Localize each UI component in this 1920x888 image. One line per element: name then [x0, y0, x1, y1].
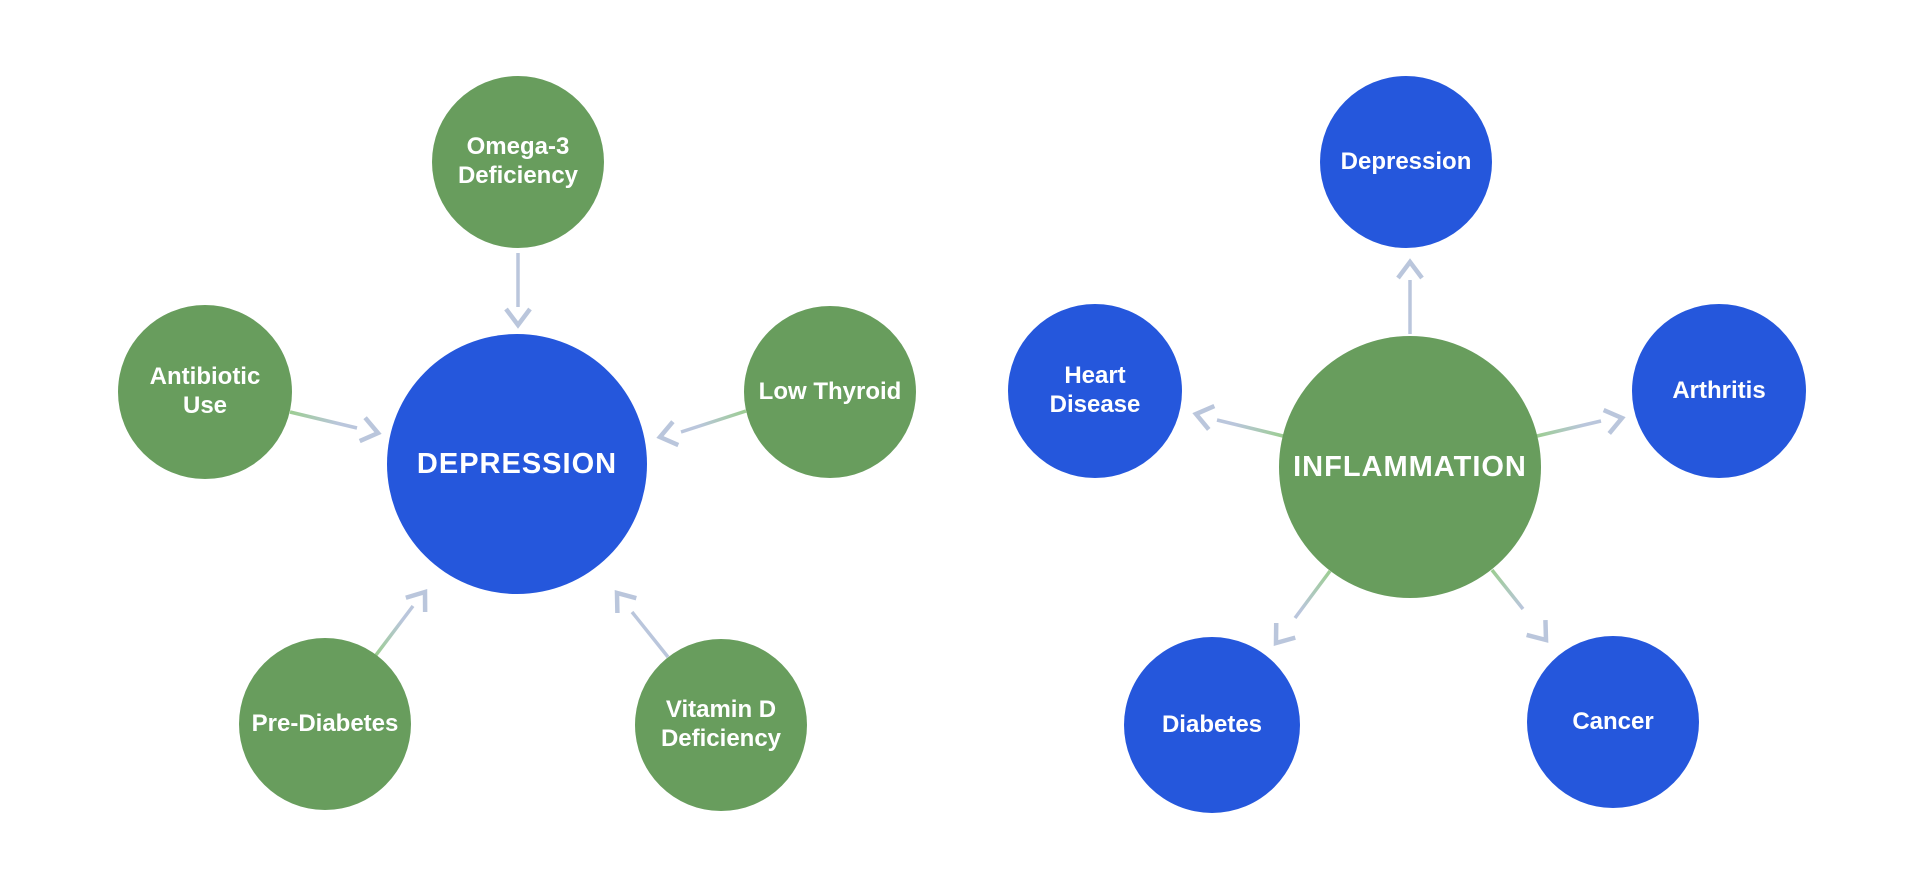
node-omega3-deficiency: Omega-3 Deficiency: [432, 76, 604, 248]
satellite-label-line: Arthritis: [1672, 376, 1766, 404]
arrow-inflammation-to-depression-icon: [1396, 258, 1424, 334]
arrow-omega3-to-depression-icon: [504, 253, 532, 329]
arrow-inflammation-to-arthritis-icon: [1536, 408, 1626, 438]
node-cancer: Cancer: [1527, 636, 1699, 808]
node-heart-disease: Heart Disease: [1008, 304, 1182, 478]
node-diabetes: Diabetes: [1124, 637, 1300, 813]
satellite-label-line: Depression: [1340, 147, 1472, 175]
satellite-label-line: Cancer: [1572, 707, 1654, 735]
satellite-label-line: Use: [182, 392, 228, 419]
satellite-label-line: Deficiency: [457, 162, 579, 189]
node-antibiotic-use: Antibiotic Use: [118, 305, 292, 479]
node-depression-effect: Depression: [1320, 76, 1492, 248]
satellite-label-line: Disease: [1049, 391, 1141, 418]
node-low-thyroid: Low Thyroid: [744, 306, 916, 478]
satellite-label-line: Deficiency: [660, 725, 782, 752]
satellite-label-line: Pre-Diabetes: [251, 709, 399, 737]
satellite-label-line: Heart: [1064, 362, 1126, 390]
arrow-inflammation-to-diabetes-icon: [1273, 569, 1332, 646]
arrow-inflammation-to-heartdisease-icon: [1192, 404, 1284, 438]
arrow-vitamind-to-depression-icon: [614, 590, 670, 659]
arrow-antibiotic-to-depression-icon: [289, 410, 382, 444]
node-inflammation-hub: INFLAMMATION: [1279, 336, 1541, 598]
node-arthritis: Arthritis: [1632, 304, 1806, 478]
hub-label: INFLAMMATION: [1293, 450, 1527, 483]
satellite-label-line: Diabetes: [1161, 710, 1263, 738]
node-depression-hub: DEPRESSION: [387, 334, 647, 594]
node-pre-diabetes: Pre-Diabetes: [239, 638, 411, 810]
arrow-prediabetes-to-depression-icon: [374, 588, 428, 657]
arrow-inflammation-to-cancer-icon: [1490, 568, 1549, 643]
arrow-lowthyroid-to-depression-icon: [656, 409, 747, 448]
satellite-label-line: Omega-3: [466, 133, 570, 161]
hub-label: DEPRESSION: [416, 447, 618, 480]
satellite-label-line: Antibiotic: [149, 363, 261, 391]
node-vitamin-d-deficiency: Vitamin D Deficiency: [635, 639, 807, 811]
satellite-label-line: Vitamin D: [665, 696, 777, 724]
satellite-label-line: Low Thyroid: [758, 377, 902, 405]
